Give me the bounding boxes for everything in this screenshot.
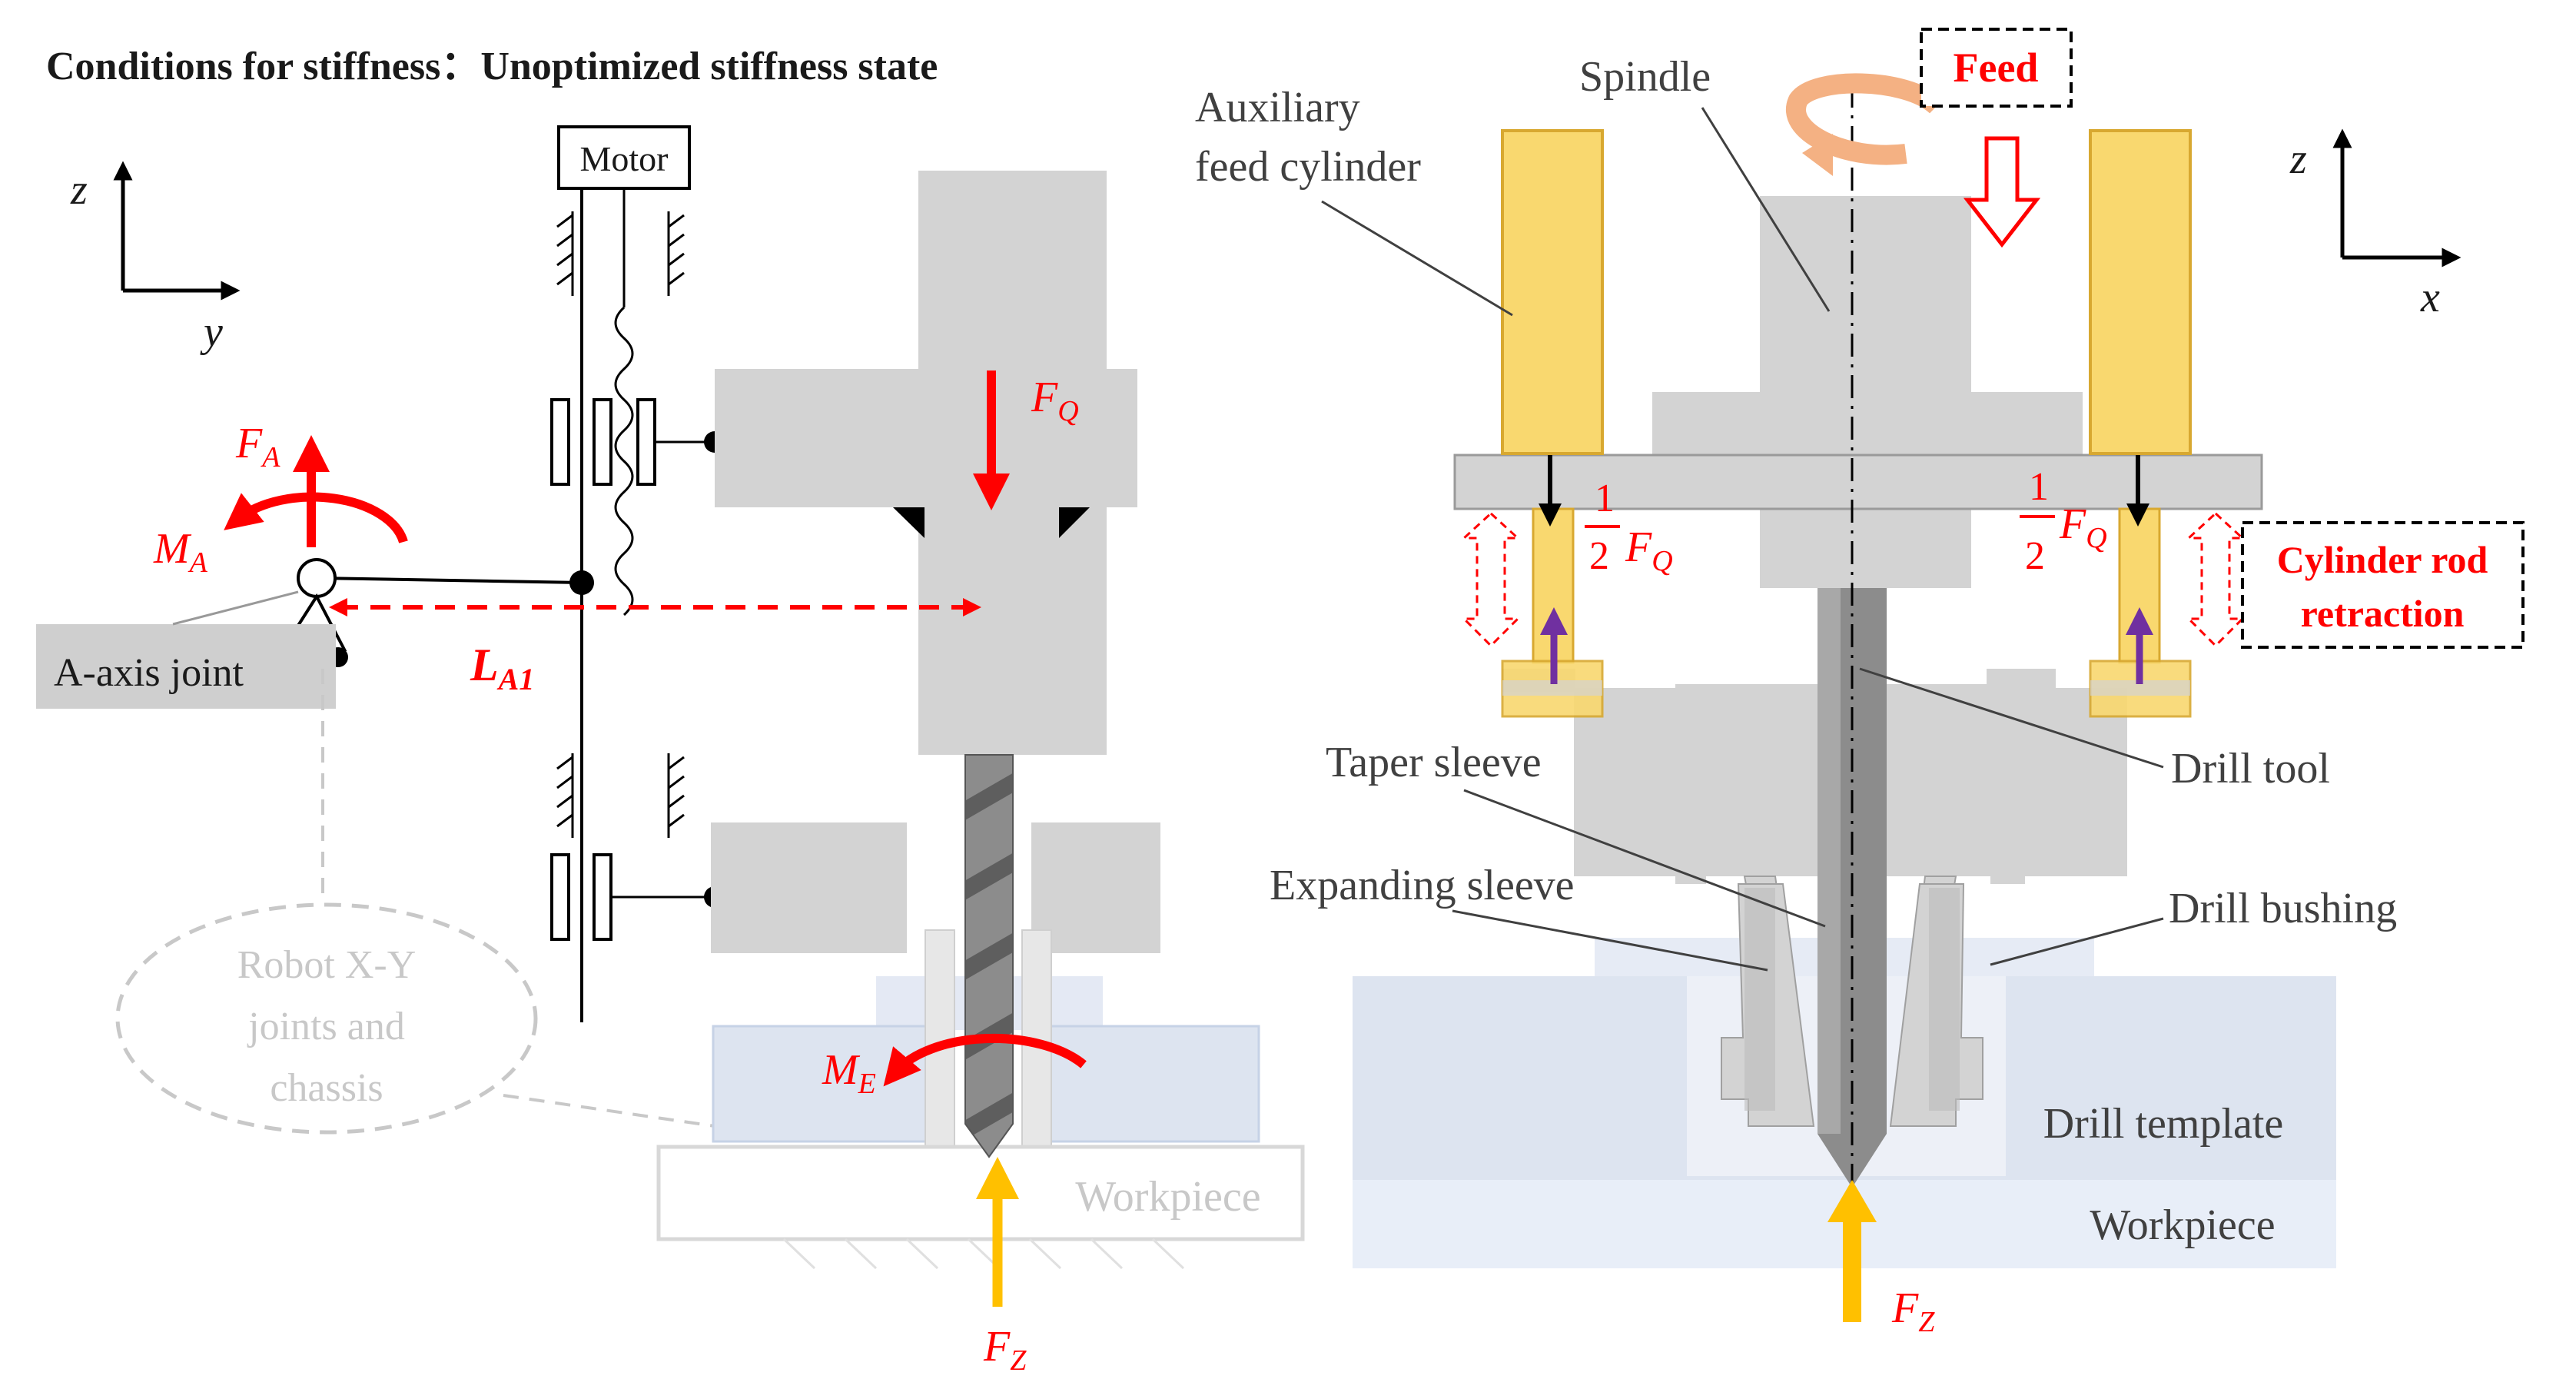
robot-joints-line-3: chassis bbox=[270, 1066, 383, 1110]
robot-joints-ellipse bbox=[115, 902, 538, 1135]
drill-template-label: Drill template bbox=[2043, 1100, 2284, 1148]
right-axis-x-label: x bbox=[2420, 274, 2440, 321]
left-axes: z y bbox=[70, 161, 241, 356]
half-left-den: 2 bbox=[1589, 534, 1609, 578]
left-axis-z-label: z bbox=[70, 166, 88, 214]
a-axis-joint-box bbox=[36, 624, 336, 709]
feed-box bbox=[1920, 28, 2073, 108]
feed-label: Feed bbox=[1954, 45, 2039, 91]
joint-pin bbox=[297, 558, 337, 598]
right-labels: Auxiliary feed cylinder Spindle Drill to… bbox=[1195, 53, 2397, 972]
drill-tool-label: Drill tool bbox=[2171, 745, 2330, 793]
feed-arrow bbox=[1963, 136, 2041, 248]
robot-joints-line-1: Robot X-Y bbox=[237, 943, 417, 987]
force-a-label: FA bbox=[235, 420, 281, 474]
bearings bbox=[550, 398, 656, 941]
right-workpiece-label: Workpiece bbox=[2090, 1201, 2275, 1249]
moment-e-label: ME bbox=[822, 1046, 876, 1100]
rotation-arrow bbox=[1786, 73, 1944, 165]
half-right-den: 2 bbox=[2025, 534, 2045, 578]
aux-cylinder-line-2: feed cylinder bbox=[1195, 143, 1421, 191]
left-workpiece-label: Workpiece bbox=[1075, 1173, 1260, 1221]
robot-joints-line-2: joints and bbox=[247, 1005, 405, 1048]
motor-box bbox=[557, 125, 691, 190]
aux-cylinder-line-1: Auxiliary bbox=[1195, 84, 1360, 131]
left-drill-bit bbox=[964, 754, 1014, 1158]
taper-sleeve-label: Taper sleeve bbox=[1326, 739, 1542, 786]
cylinder-left bbox=[1501, 129, 1604, 455]
retraction-line-2: retraction bbox=[2301, 592, 2465, 635]
half-left-num: 1 bbox=[1595, 477, 1615, 520]
moment-e-arrow bbox=[883, 1033, 1087, 1087]
half-left-force: FQ bbox=[1625, 523, 1673, 577]
diagram-title: Conditions for stiffness：Unoptimized sti… bbox=[46, 45, 938, 88]
drill-bushing-label: Drill bushing bbox=[2169, 885, 2397, 932]
spindle-label: Spindle bbox=[1579, 53, 1711, 101]
left-axis-y-label: y bbox=[200, 308, 223, 356]
cross-plate bbox=[1453, 454, 2263, 510]
left-spindle-housing bbox=[711, 171, 1160, 953]
half-right-num: 1 bbox=[2029, 465, 2049, 509]
left-forces: FA MA LA1 FQ ME FZ bbox=[153, 371, 1087, 1377]
right-axis-z-label: z bbox=[2289, 135, 2307, 183]
a-axis-joint-label: A-axis joint bbox=[54, 651, 244, 695]
half-right-force: FQ bbox=[2059, 500, 2107, 554]
motor-mechanism: Motor bbox=[550, 125, 725, 1022]
force-q-label: FQ bbox=[1031, 374, 1079, 427]
retraction-line-1: Cylinder rod bbox=[2277, 538, 2488, 581]
retraction-box bbox=[2241, 521, 2525, 649]
feed-indicators: Feed bbox=[1786, 28, 2073, 248]
cylinder-right bbox=[2089, 129, 2192, 455]
right-force-z: FZ bbox=[1827, 1180, 1935, 1338]
moment-a-arrow bbox=[224, 492, 408, 543]
lead-screw bbox=[614, 306, 634, 616]
half-fq-labels: 1 2 FQ 1 2 FQ bbox=[1585, 465, 2107, 578]
fixed-supports bbox=[556, 211, 685, 838]
moment-a-label: MA bbox=[153, 525, 208, 579]
motor-label: Motor bbox=[580, 139, 669, 178]
right-axes: z x bbox=[2289, 128, 2461, 321]
force-z-label-left: FZ bbox=[983, 1323, 1027, 1377]
aux-feed-cylinders bbox=[1461, 129, 2246, 718]
force-z-label-right: FZ bbox=[1891, 1284, 1935, 1338]
a-axis-joint-group: A-axis joint Robot X-Y joints and chassi… bbox=[36, 558, 715, 1135]
expanding-sleeve-label: Expanding sleeve bbox=[1270, 862, 1575, 909]
length-a1-label: LA1 bbox=[470, 640, 534, 696]
